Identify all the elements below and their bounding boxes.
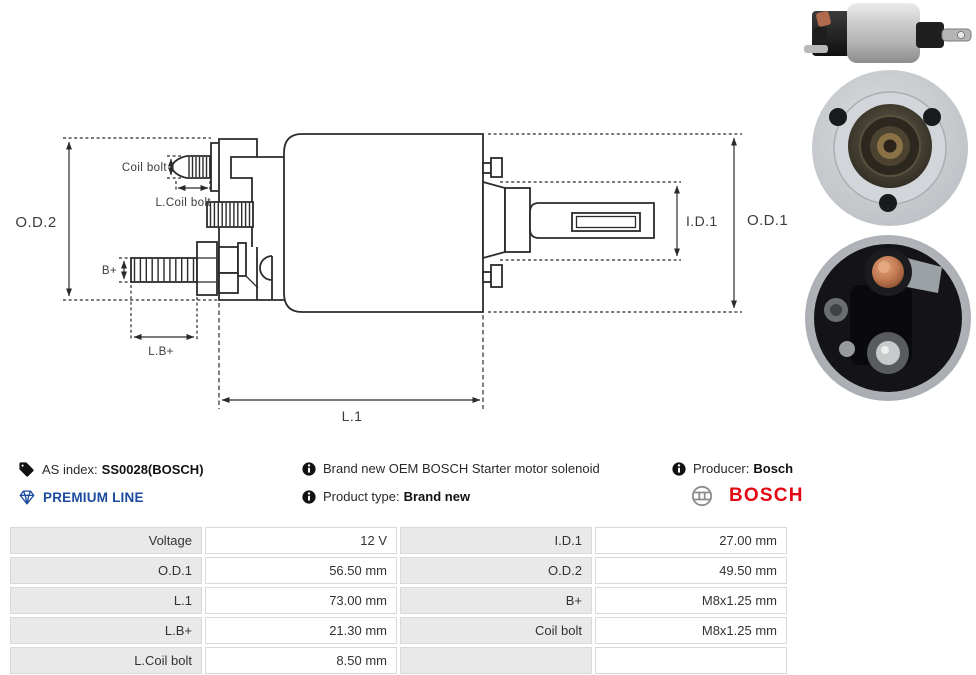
dim-l-coil-bolt: L.Coil bolt <box>155 181 211 209</box>
dim-coil-bolt: Coil bolt <box>122 155 181 179</box>
description-text: Brand new OEM BOSCH Starter motor soleno… <box>323 461 600 476</box>
spec-value: 12 V <box>205 527 397 554</box>
diamond-icon <box>19 490 35 505</box>
dim-l-b-plus: L.B+ <box>130 285 198 358</box>
spec-value <box>595 647 787 674</box>
spec-value: M8x1.25 mm <box>595 587 787 614</box>
producer-value: Bosch <box>753 461 794 476</box>
dim-label-od1: O.D.1 <box>747 212 788 229</box>
producer-field: Producer: Bosch <box>672 461 793 476</box>
product-photo-front <box>812 70 968 226</box>
spec-value: 56.50 mm <box>205 557 397 584</box>
spec-value: 49.50 mm <box>595 557 787 584</box>
dim-label-l1: L.1 <box>342 408 363 424</box>
spec-label: L.B+ <box>10 617 202 644</box>
spec-label: L.Coil bolt <box>10 647 202 674</box>
dim-label-b-plus: B+ <box>102 265 117 277</box>
spec-label: Coil bolt <box>400 617 592 644</box>
spec-table: Voltage 12 V I.D.1 27.00 mm O.D.1 56.50 … <box>10 527 787 674</box>
spec-label: I.D.1 <box>400 527 592 554</box>
dim-label-l-b-plus: L.B+ <box>148 346 174 358</box>
drawing-plunger <box>482 157 655 288</box>
info-icon <box>302 461 316 476</box>
dim-label-coil-bolt: Coil bolt <box>122 162 168 174</box>
spec-value: M8x1.25 mm <box>595 617 787 644</box>
spec-label: O.D.1 <box>10 557 202 584</box>
bosch-logo: BOSCH <box>690 484 804 508</box>
premium-line-badge: PREMIUM LINE <box>18 489 144 506</box>
dim-id1: I.D.1 <box>500 181 718 261</box>
product-photo-side <box>804 3 972 63</box>
dim-b-plus: B+ <box>102 257 131 283</box>
product-type-value: Brand new <box>403 489 471 504</box>
as-index-label: AS index: <box>42 462 98 477</box>
bosch-logo-text: BOSCH <box>729 485 804 506</box>
product-type-label: Product type: <box>323 489 400 504</box>
info-icon <box>672 461 686 476</box>
drawing-solenoid-body <box>283 133 484 313</box>
as-index-field: AS index: SS0028(BOSCH) <box>18 461 204 478</box>
dim-label-od2: O.D.2 <box>15 214 56 231</box>
dim-od2: O.D.2 <box>15 137 219 301</box>
spec-value: 27.00 mm <box>595 527 787 554</box>
tag-icon <box>19 462 34 477</box>
bosch-armature-icon <box>691 485 713 507</box>
spec-label: Voltage <box>10 527 202 554</box>
dim-l1: L.1 <box>218 303 484 424</box>
description-field: Brand new OEM BOSCH Starter motor soleno… <box>302 461 600 476</box>
spec-label <box>400 647 592 674</box>
spec-value: 21.30 mm <box>205 617 397 644</box>
product-type-field: Product type: Brand new <box>302 489 470 504</box>
dim-od1: O.D.1 <box>488 133 788 313</box>
technical-drawing: O.D.2 Coil bolt L.Coil bolt B+ L.B+ <box>15 133 788 424</box>
spec-label: L.1 <box>10 587 202 614</box>
spec-value: 73.00 mm <box>205 587 397 614</box>
drawing-terminal-bracket <box>130 138 284 301</box>
as-index-value: SS0028(BOSCH) <box>101 462 204 477</box>
producer-label: Producer: <box>693 461 750 476</box>
info-icon <box>302 489 316 504</box>
dim-label-id1: I.D.1 <box>686 213 718 229</box>
product-photo-rear <box>805 235 971 401</box>
premium-line-label: PREMIUM LINE <box>43 490 144 505</box>
dim-label-l-coil-bolt: L.Coil bolt <box>155 197 211 209</box>
spec-value: 8.50 mm <box>205 647 397 674</box>
product-photos <box>804 3 972 401</box>
spec-label: O.D.2 <box>400 557 592 584</box>
spec-label: B+ <box>400 587 592 614</box>
